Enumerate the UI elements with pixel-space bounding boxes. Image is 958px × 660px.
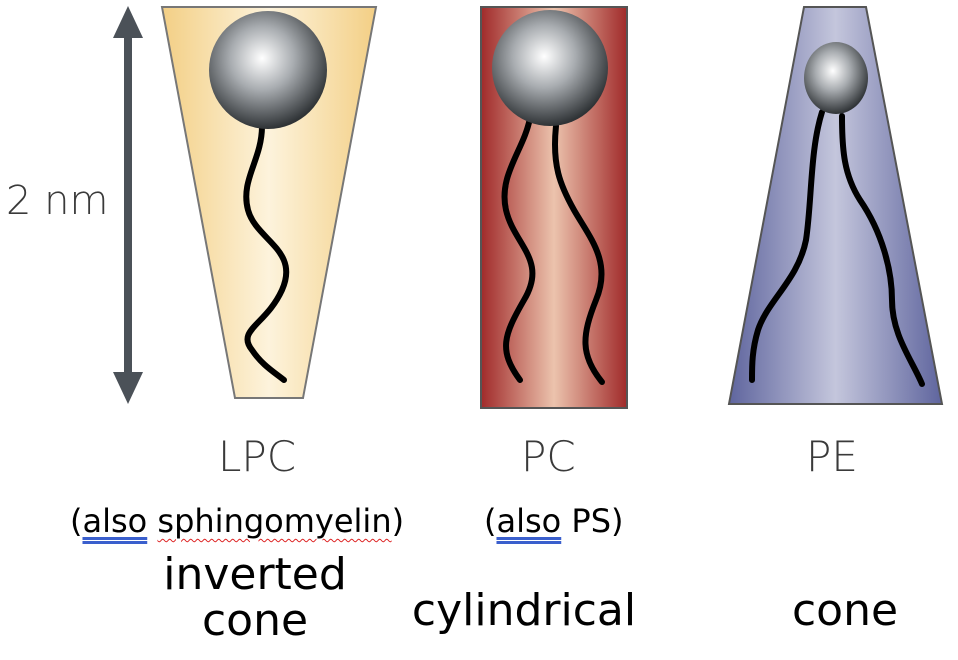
pc-note-rest: PS) [561, 502, 624, 540]
lpc-note: (also sphingomyelin) [70, 502, 404, 540]
shape-label-lpc-line1: inverted [163, 549, 347, 600]
pe-head [804, 42, 868, 114]
shape-label-lpc-line2: cone [201, 595, 309, 646]
pe-tail-left [749, 109, 825, 383]
lpc-note-sphingomyelin: sphingomyelin [157, 502, 392, 540]
pe-cone [727, 6, 944, 405]
lpc-note-space [147, 502, 157, 540]
lpc-note-also: also [82, 502, 148, 540]
pc-head [492, 10, 608, 126]
lipid-name-pc: PC [521, 432, 576, 481]
pc-note-open: ( [484, 502, 497, 540]
scale-label: 2 nm [6, 178, 109, 224]
shape-label-pc: cylindrical [411, 585, 637, 636]
pc-cylinder [480, 6, 628, 409]
lpc-note-close: ) [391, 502, 405, 540]
lpc-head [209, 11, 327, 129]
lipid-name-lpc: LPC [218, 432, 297, 481]
shape-label-pe: cone [791, 585, 899, 636]
shape-label-lpc: inverted cone [150, 552, 360, 644]
pc-note-also: also [496, 502, 562, 540]
pe-tail-right [839, 113, 925, 387]
lpc-note-open: ( [70, 502, 83, 540]
lpc-tail [243, 123, 290, 383]
pc-tail-right [551, 123, 605, 385]
scale-arrow [113, 6, 143, 404]
pc-tail-left [501, 115, 536, 383]
pc-note: (also PS) [484, 502, 624, 540]
lipid-name-pe: PE [806, 432, 858, 481]
lpc-inverted-cone [160, 6, 378, 399]
